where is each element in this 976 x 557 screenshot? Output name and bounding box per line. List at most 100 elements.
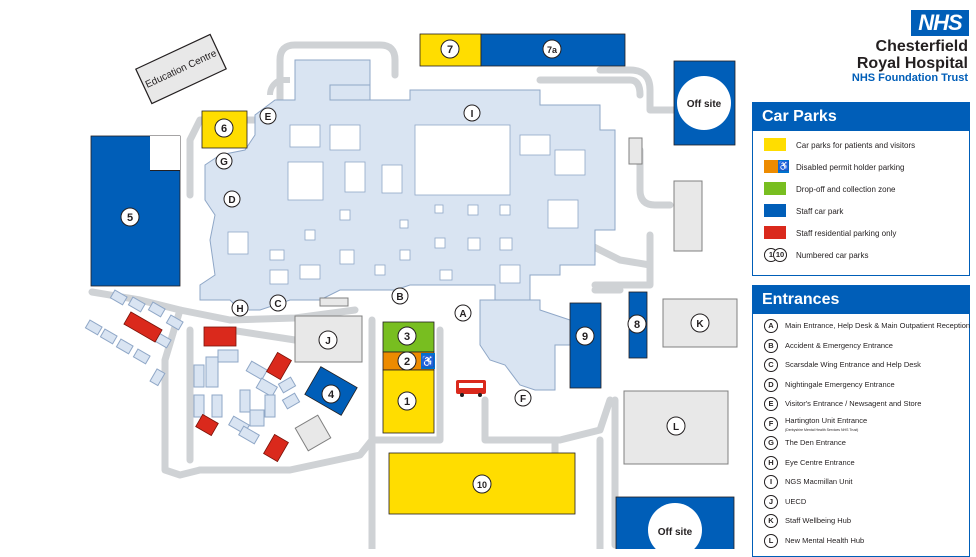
car-park-number: 8 [634,319,640,331]
entrance-marker-circle [215,152,233,170]
disabled-parking-icon [421,353,435,369]
bus-stop-icon [456,380,486,397]
entrance-marker-letter: A [459,309,466,320]
car-park-number-circle [440,39,460,59]
car-park-number: 6 [221,123,227,135]
legend-label: Staff car park [796,206,844,216]
entrance-legend-item: K Staff Wellbeing Hub [753,511,969,531]
car-park-number-circle [472,474,492,494]
legend-swatch [764,226,786,239]
car-park-number-circle [542,39,562,59]
entrance-label: Accident & Emergency Entrance [785,340,893,350]
entrance-marker-letter: L [673,422,679,433]
entrance-label: NGS Macmillan Unit [785,477,853,486]
entrances-title: Entrances [753,286,969,314]
entrance-letter: I [764,475,778,489]
entrance-sublabel: (Derbyshire Mental Health Services NHS T… [785,427,859,432]
car-park-legend-item: Drop-off and collection zone [753,178,969,200]
offsite-label-bottom: Off site [658,527,693,538]
entrance-legend-item: A Main Entrance, Help Desk & Main Outpati… [753,316,971,336]
entrance-marker-circle [259,107,277,125]
car-park-number-circle [120,207,140,227]
entrance-legend-item: J UECD [753,492,969,512]
car-parks-legend: Car Parks Car parks for patients and vis… [752,102,970,276]
residential-blocks [84,289,301,445]
car-park-9 [569,302,602,389]
entrance-marker-letter: J [325,336,331,347]
entrance-label: The Den Entrance [785,438,846,447]
entrance-marker-circle [690,313,710,333]
entrance-letter: C [764,358,778,372]
entrance-marker-letter: I [471,109,474,120]
car-park-number-circle [397,391,417,411]
nhs-logo: NHS [911,10,969,36]
entrance-marker-circle [463,104,481,122]
entrance-legend-item: L New Mental Health Hub [753,531,969,551]
entrance-marker-letter: F [520,394,526,405]
entrance-label: Scarsdale Wing Entrance and Help Desk [785,360,921,369]
legend-label: Drop-off and collection zone [796,184,896,194]
entrance-letter: J [764,494,778,509]
car-park-number: 1 [404,396,410,408]
entrance-label: Staff Wellbeing Hub [785,516,852,525]
car-park-number-circle [397,326,417,346]
entrance-marker-circle [318,330,338,350]
car-park-number-circle [627,314,647,334]
entrance-marker-circle [514,389,532,407]
car-park-number: 3 [404,331,410,343]
trust-name: NHS Foundation Trust [851,72,968,84]
entrance-letter: B [764,338,778,353]
legend-swatch [764,182,786,195]
courtyards [227,124,586,285]
car-park-number-circle [321,384,341,404]
entrance-label: UECD [785,496,807,506]
hospital-name: Chesterfield Royal Hospital [857,38,968,72]
entrance-marker-letter: H [236,304,243,315]
svg-text:♿: ♿ [421,355,435,368]
entrance-legend-item: H Eye Centre Entrance [753,453,969,473]
offsite-markers: Off site Off site [648,76,731,549]
entrance-label: Nightingale Emergency Entrance [785,379,895,389]
entrance-letter: K [764,514,778,528]
car-park-number: 7a [547,45,558,55]
entrance-marker-letter: C [274,299,281,310]
entrance-label: Visitor's Entrance / Newsagent and Store [785,399,922,408]
entrance-label: Eye Centre Entrance [785,457,855,467]
entrance-label: Main Entrance, Help Desk & Main Outpatie… [785,321,971,330]
entrance-marker-circle [223,190,241,208]
entrance-marker-letter: K [696,319,704,330]
entrance-letter: H [764,455,778,470]
entrance-label: Hartington Unit Entrance [785,415,868,425]
staff-residential-parking [123,311,292,463]
car-park-legend-item: Staff residential parking only [753,222,969,244]
legend-swatch [764,204,786,217]
car-park-number: 10 [477,480,487,490]
entrance-legend-item: D Nightingale Emergency Entrance [753,375,969,395]
entrance-letter: F [764,416,778,431]
car-park-number: 7 [447,44,453,56]
car-park-number-circle [214,118,234,138]
entrance-letter: D [764,377,778,392]
car-park-legend-item: Staff car park [753,200,969,222]
entrance-label: New Mental Health Hub [785,535,865,545]
entrance-letter: L [764,533,778,548]
entrance-marker-letter: G [220,157,228,168]
entrance-letter: A [764,319,778,333]
entrance-legend-item: C Scarsdale Wing Entrance and Help Desk [753,355,969,375]
entrance-marker-circle [269,294,287,312]
entrance-legend-item: I NGS Macmillan Unit [753,472,969,492]
entrance-marker-letter: B [396,292,403,303]
legend-number-10: 10 [773,248,787,262]
offsite-label-top: Off site [687,99,722,110]
entrance-marker-circle [231,299,249,317]
car-park-number: 9 [582,331,588,343]
car-parks-title: Car Parks [753,103,969,131]
car-park-number-circle [575,326,595,346]
entrance-marker-circle [666,416,686,436]
car-park-number: 4 [328,389,335,401]
